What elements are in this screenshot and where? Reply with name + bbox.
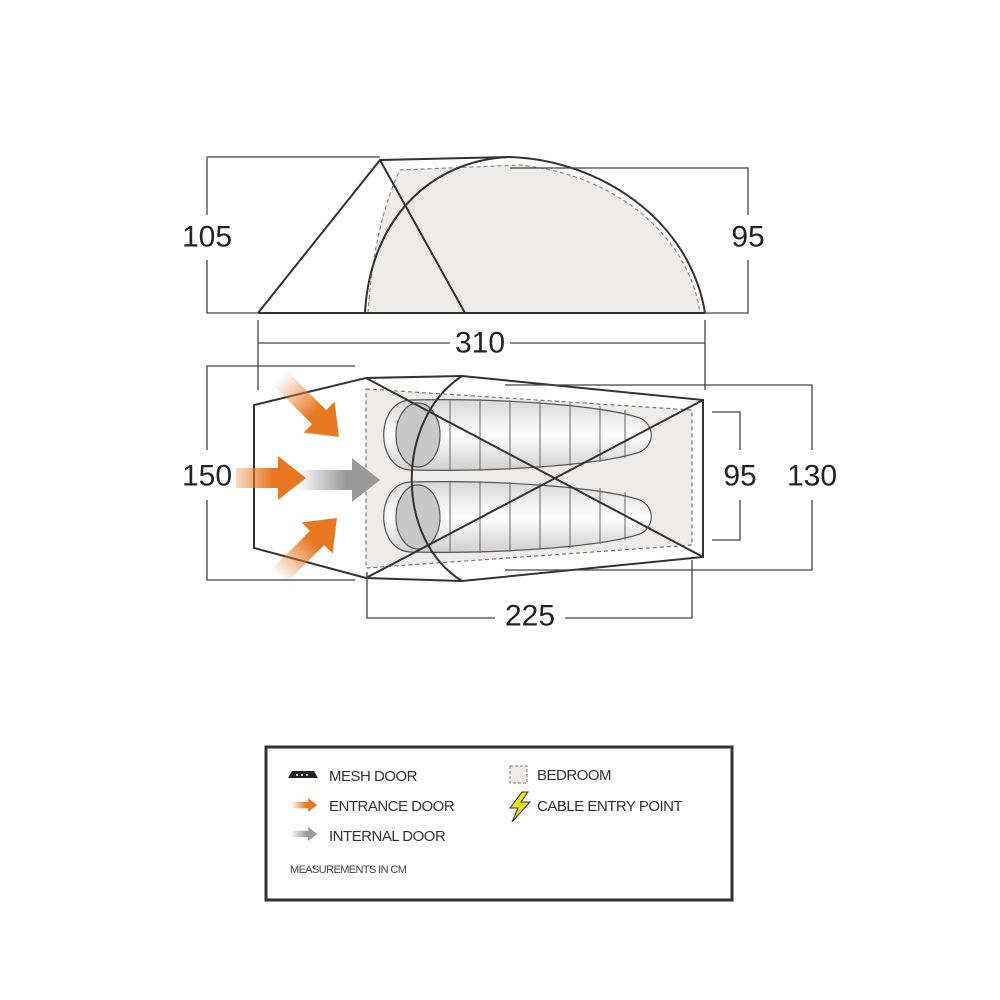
label-background <box>177 459 237 493</box>
mesh-door-icon <box>288 771 318 778</box>
sleeping-bag <box>383 481 652 553</box>
lightning-icon <box>509 791 532 823</box>
side-view: 105 95 310 <box>177 155 769 390</box>
flysheet-side <box>257 156 705 314</box>
bedroom-icon <box>509 765 528 784</box>
plan-view: 150 130 95 225 <box>177 362 842 633</box>
legend-label-mesh-door: MESH DOOR <box>329 768 418 785</box>
entrance-arrow-icon <box>262 502 353 593</box>
legend-label-bedroom: BEDROOM <box>537 767 611 784</box>
dimension-side-rear-height: 95 <box>731 221 764 254</box>
label-background <box>177 220 237 254</box>
legend-label-cable-entry-point: CABLE ENTRY POINT <box>537 798 682 815</box>
inner-tent-side <box>367 164 701 314</box>
dimension-plan-front-width: 150 <box>182 460 232 493</box>
label-background <box>727 220 769 254</box>
legend: MESH DOOR ENTRANCE DOOR INTERNAL DOOR BE… <box>264 745 734 902</box>
label-background <box>450 326 510 360</box>
dimension-side-front-height: 105 <box>182 221 232 254</box>
legend-label-internal-door: INTERNAL DOOR <box>329 828 446 845</box>
dimension-plan-rear-width: 130 <box>787 460 837 493</box>
label-background <box>719 459 761 493</box>
label-background <box>782 459 842 493</box>
crossing-poles <box>365 375 704 582</box>
legend-label-entrance-door: ENTRANCE DOOR <box>329 798 455 815</box>
pole-arc-side <box>364 155 706 314</box>
measurement-units-note: MEASUREMENTS IN CM <box>290 864 407 876</box>
dimension-total-length: 310 <box>455 327 505 360</box>
dimension-bedroom-width: 95 <box>723 460 756 493</box>
entrance-arrow-icon <box>264 362 355 453</box>
label-background <box>500 599 560 633</box>
dimension-bedroom-length: 225 <box>505 600 555 633</box>
